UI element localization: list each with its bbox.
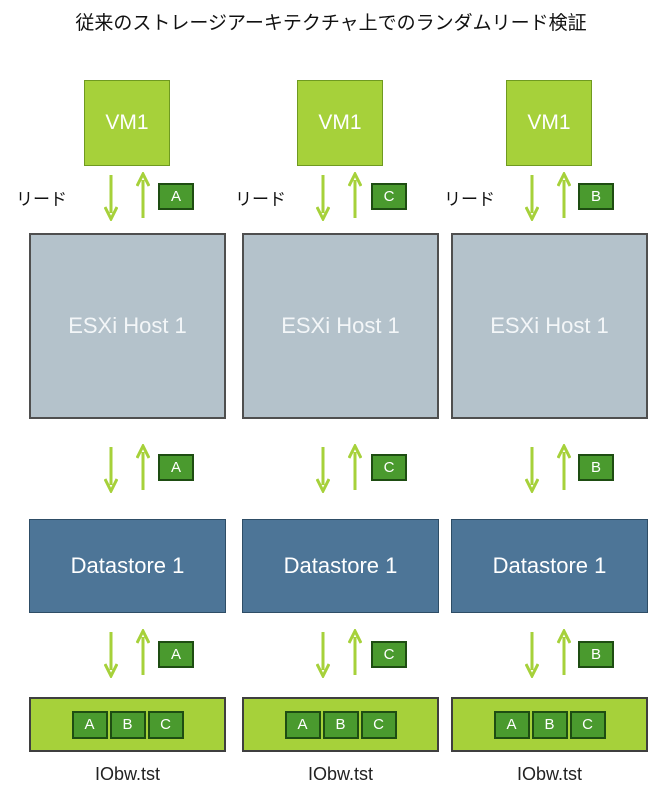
down-arrow: [525, 632, 539, 678]
block-tag: C: [371, 454, 407, 481]
up-arrow: [557, 172, 571, 218]
down-arrow: [104, 175, 118, 221]
vm-box: VM1: [297, 80, 383, 166]
read-label: リード: [235, 190, 286, 210]
down-arrow: [525, 447, 539, 493]
down-arrow: [104, 632, 118, 678]
file-box: A B C: [29, 697, 226, 752]
file-block: C: [569, 710, 606, 739]
block-tag: A: [158, 641, 194, 668]
esxi-host-box: ESXi Host 1: [29, 233, 226, 419]
block-tag: B: [578, 454, 614, 481]
up-arrow: [557, 444, 571, 490]
up-arrow: [348, 444, 362, 490]
file-block: A: [493, 710, 530, 739]
up-arrow: [348, 172, 362, 218]
block-tag: C: [371, 641, 407, 668]
block-tag: B: [578, 183, 614, 210]
down-arrow: [316, 175, 330, 221]
esxi-host-box: ESXi Host 1: [451, 233, 648, 419]
file-block: A: [71, 710, 108, 739]
column-3: VM1 リード B ESXi Host 1 B Datastore 1 B A …: [444, 0, 661, 799]
datastore-box: Datastore 1: [451, 519, 648, 613]
file-block: B: [531, 710, 568, 739]
vm-box: VM1: [84, 80, 170, 166]
block-tag: A: [158, 454, 194, 481]
datastore-box: Datastore 1: [29, 519, 226, 613]
diagram-title: 従来のストレージアーキテクチャ上でのランダムリード検証: [75, 12, 587, 34]
down-arrow: [316, 447, 330, 493]
up-arrow: [136, 172, 150, 218]
file-name: IObw.tst: [94, 764, 161, 784]
up-arrow: [557, 629, 571, 675]
block-tag: C: [371, 183, 407, 210]
column-1: VM1 リード A ESXi Host 1 A Datastore 1 A A …: [16, 0, 239, 799]
file-name: IObw.tst: [307, 764, 374, 784]
read-label: リード: [444, 190, 495, 210]
block-tag: B: [578, 641, 614, 668]
vm-box: VM1: [506, 80, 592, 166]
file-box: A B C: [242, 697, 439, 752]
file-block: B: [322, 710, 359, 739]
down-arrow: [525, 175, 539, 221]
up-arrow: [136, 444, 150, 490]
esxi-host-box: ESXi Host 1: [242, 233, 439, 419]
file-block: C: [147, 710, 184, 739]
up-arrow: [348, 629, 362, 675]
down-arrow: [316, 632, 330, 678]
file-box: A B C: [451, 697, 648, 752]
block-tag: A: [158, 183, 194, 210]
down-arrow: [104, 447, 118, 493]
file-block: C: [360, 710, 397, 739]
datastore-box: Datastore 1: [242, 519, 439, 613]
read-label: リード: [16, 190, 67, 210]
file-block: B: [109, 710, 146, 739]
column-2: VM1 リード C ESXi Host 1 C Datastore 1 C A …: [235, 0, 452, 799]
file-name: IObw.tst: [516, 764, 583, 784]
file-block: A: [284, 710, 321, 739]
up-arrow: [136, 629, 150, 675]
